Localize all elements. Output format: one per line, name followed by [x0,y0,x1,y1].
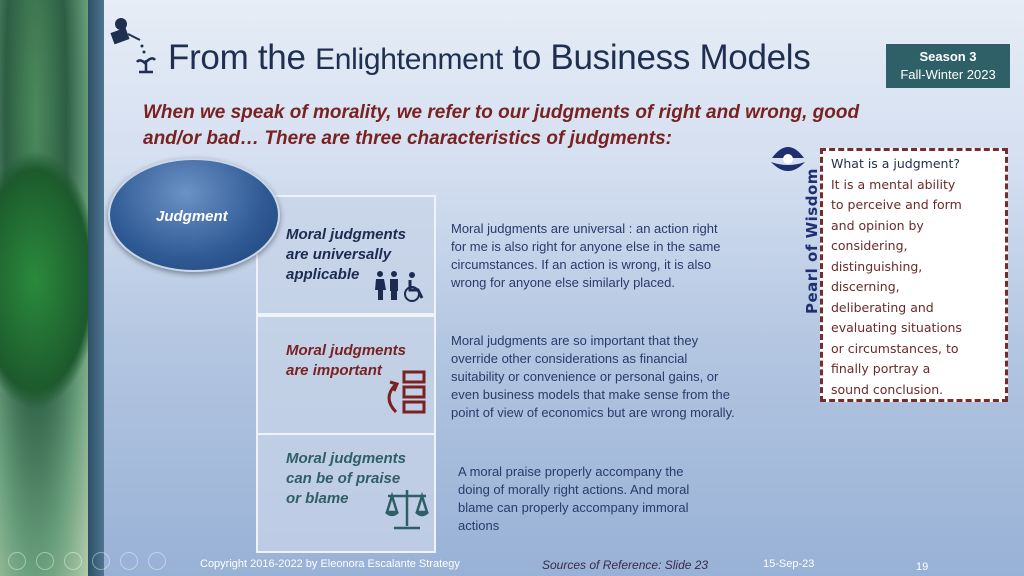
more-options-button[interactable] [148,552,166,570]
characteristic-title-line: Moral judgments [286,342,407,359]
characteristic-box: Moral judgments are important [256,315,436,435]
leaf-decoration [0,0,100,576]
people-icon [372,270,430,307]
description-line: point of view of economics but are wrong… [451,405,735,420]
pearl-of-wisdom-label: Pearl of Wisdom [803,168,821,314]
note-line: discerning, [831,279,900,294]
note-line: distinguishing, [831,258,923,274]
description-line: even business models that make sense fro… [451,387,730,402]
prev-slide-button[interactable] [8,552,26,570]
pen-tool-button[interactable] [64,552,82,570]
description-line: Moral judgments are universal : an actio… [451,221,718,236]
note-line: evaluating situations [831,320,962,335]
characteristic-title-line: are universally [286,246,392,263]
description-line: override other considerations as financi… [451,351,688,366]
characteristic-title-line: can be of praise [286,470,401,487]
description-line: Moral judgments are so important that th… [451,333,699,348]
scales-icon [384,488,430,537]
description-line: circumstances. If an action is wrong, it… [451,257,712,272]
note-line: sound conclusion. [831,381,944,397]
slide-title: From the Enlightenment to Business Model… [168,38,811,77]
note-line: to perceive and form [831,197,962,212]
characteristic-title-line: or blame [286,490,349,507]
side-strip [88,0,104,576]
characteristic-description: Moral judgments are universal : an actio… [451,220,721,292]
copyright: Copyright 2016-2022 by Eleonora Escalant… [200,558,460,570]
characteristic-title-line: applicable [286,266,360,283]
next-slide-button[interactable] [36,552,54,570]
note-line: It is a mental ability [831,176,956,192]
description-line: doing of morally right actions. And mora… [458,482,690,497]
note-line: deliberating and [831,299,934,315]
zoom-button[interactable] [120,552,138,570]
description-line: for me is also right for anyone else in … [451,239,721,254]
characteristic-description: Moral judgments are so important that th… [451,332,735,422]
characteristic-description: A moral praise properly accompany the doi… [458,463,689,535]
sources: Sources of Reference: Slide 23 [542,558,709,572]
note-line: finally portray a [831,361,931,376]
note-line: or circumstances, to [831,340,959,356]
description-line: wrong for anyone else similarly placed. [451,275,675,290]
page-number: 19 [916,561,929,573]
description-line: suitability or convenience or personal g… [451,369,719,384]
note-line: considering, [831,238,908,253]
judgment-oval: Judgment [108,158,280,272]
slides-grid-button[interactable] [92,552,110,570]
priority-icon [380,368,430,421]
subtitle: When we speak of morality, we refer to o… [143,102,860,149]
pearl-note: What is a judgment?It is a mental abilit… [820,148,1008,402]
characteristic-box: Moral judgments can be of praise or blame [256,433,436,553]
characteristic-title-line: Moral judgments [286,450,407,467]
date: 15-Sep-23 [763,558,815,570]
characteristic-title-line: are important [286,362,382,379]
note-line: and opinion by [831,217,924,233]
description-line: actions [458,518,500,533]
description-line: blame can properly accompany immoral [458,500,689,515]
characteristic-title-line: Moral judgments [286,226,407,243]
pearl-oyster-icon [771,147,805,171]
watering-can-icon [110,18,156,74]
description-line: A moral praise properly accompany the [458,464,684,479]
characteristic-box: Moral judgments are universally applicable [256,195,436,315]
